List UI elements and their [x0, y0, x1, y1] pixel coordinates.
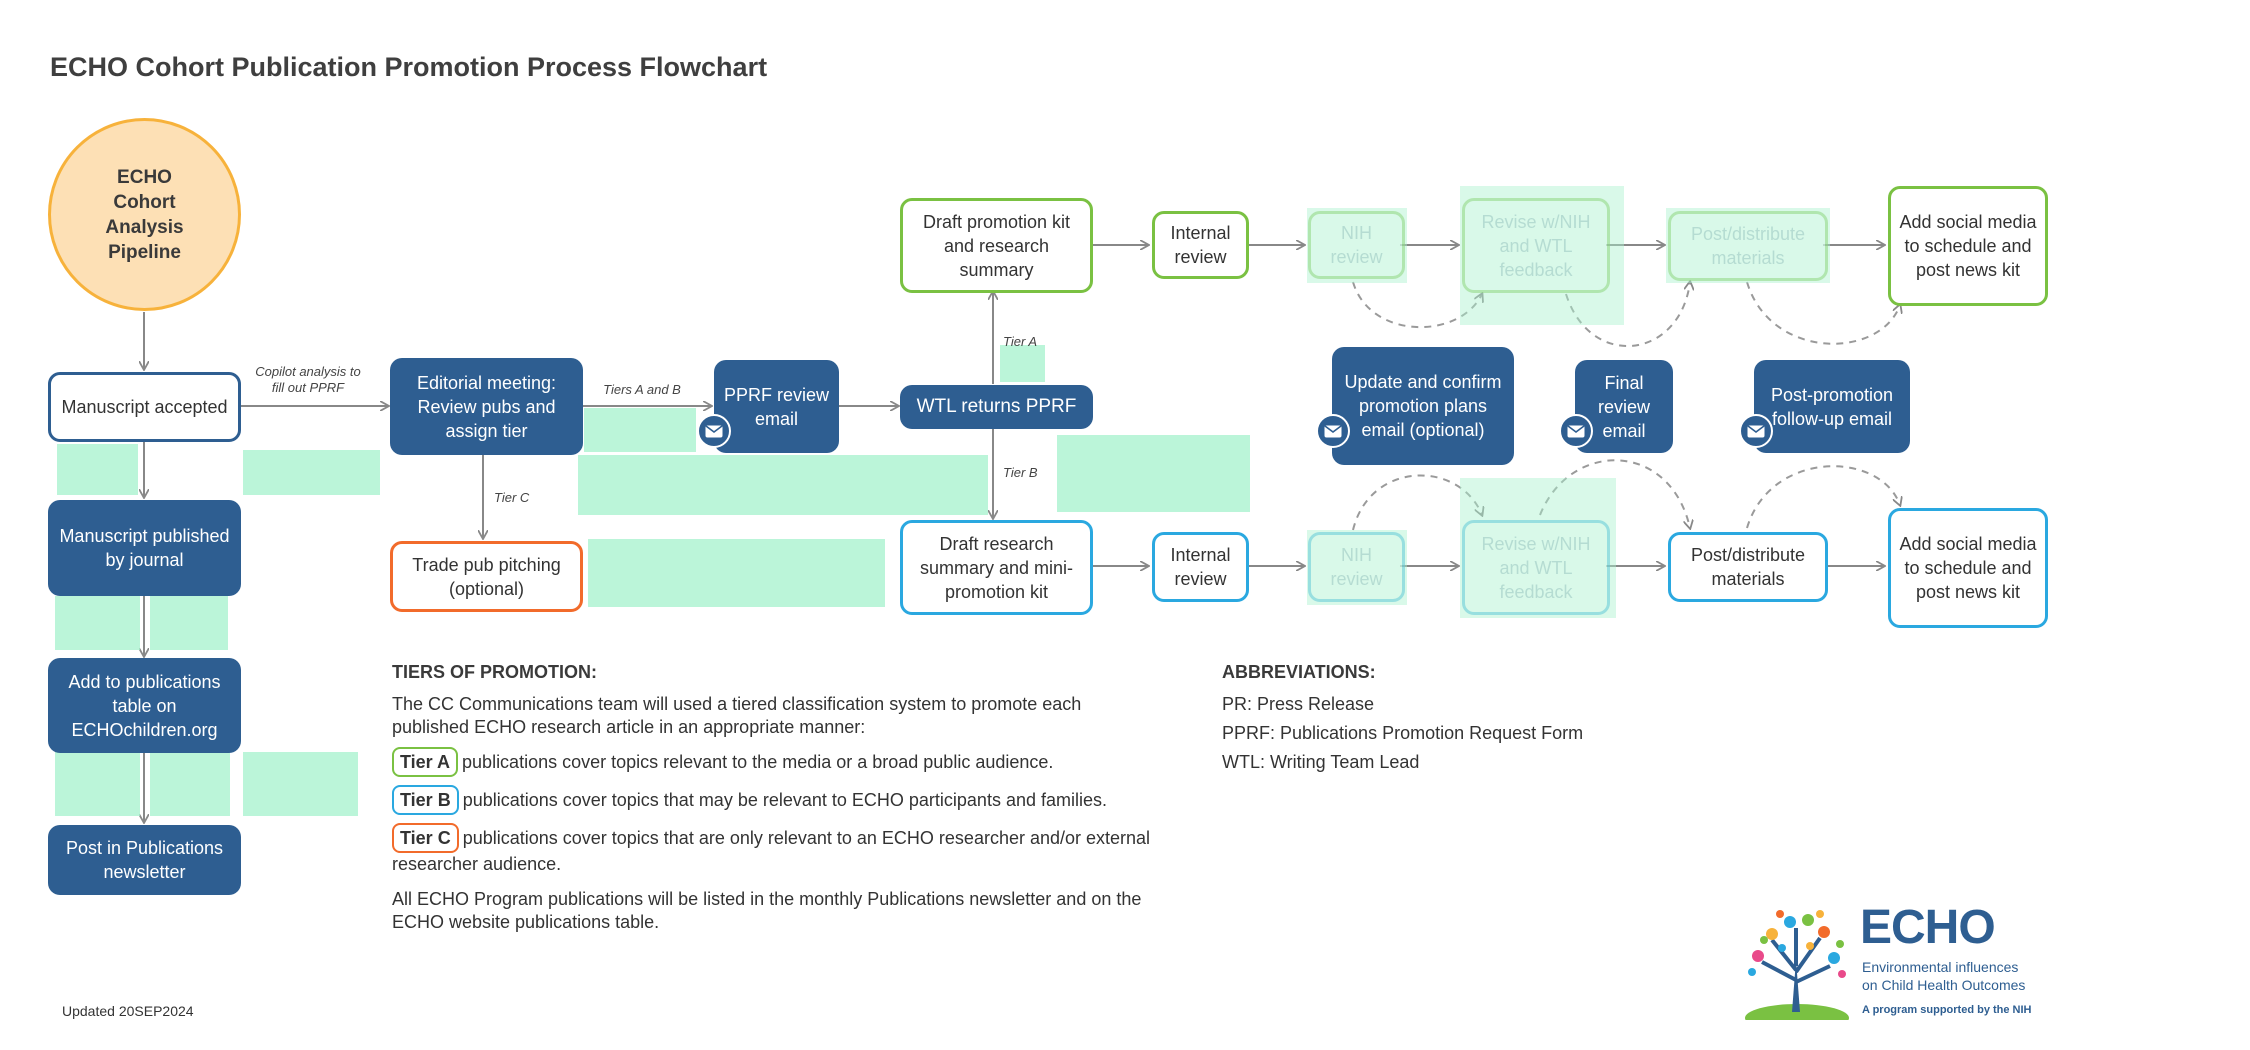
add-social-b-node: Add social media to schedule and post ne… — [1888, 508, 2048, 628]
edge-label-tier-b: Tier B — [1003, 465, 1038, 480]
post-newsletter-node: Post in Publications newsletter — [48, 825, 241, 895]
abbreviation-item: PR: Press Release — [1222, 694, 1375, 714]
logo-supported: A program supported by the NIH — [1862, 1004, 2032, 1016]
add-publications-node: Add to publications table on ECHOchildre… — [48, 658, 241, 753]
edge-label-copilot: Copilot analysis to fill out PPRF — [255, 364, 361, 395]
tiers-intro: The CC Communications team will used a t… — [392, 694, 1082, 737]
internal-review-b-node: Internal review — [1152, 532, 1249, 602]
highlight-box — [55, 752, 140, 816]
tiers-heading: TIERS OF PROMOTION: — [392, 662, 597, 682]
trade-pub-node: Trade pub pitching (optional) — [390, 541, 583, 612]
post-followup-node: Post-promotion follow-up email — [1754, 360, 1910, 453]
highlight-box — [1666, 208, 1830, 283]
highlight-box — [1460, 478, 1616, 618]
highlight-box — [578, 455, 988, 515]
tier-c-badge: Tier C — [392, 823, 459, 853]
tier-b-badge: Tier B — [392, 785, 459, 815]
abbreviations-heading: ABBREVIATIONS: — [1222, 662, 1376, 682]
highlight-box — [1307, 530, 1407, 605]
highlight-box — [243, 752, 358, 816]
abbreviation-item: PPRF: Publications Promotion Request For… — [1222, 723, 1584, 743]
highlight-box — [1460, 186, 1624, 325]
email-icon — [1559, 414, 1593, 448]
internal-review-a-node: Internal review — [1152, 211, 1249, 279]
nih-review-b-node: NIH review — [1308, 532, 1405, 602]
manuscript-published-node: Manuscript published by journal — [48, 500, 241, 596]
email-icon — [697, 414, 731, 448]
post-distribute-a-node: Post/distribute materials — [1668, 211, 1828, 281]
tiers-legend: TIERS OF PROMOTION: The CC Communication… — [392, 662, 1162, 934]
highlight-box — [1307, 208, 1407, 283]
tier-a-text: publications cover topics relevant to th… — [462, 752, 1054, 772]
draft-summary-node: Draft research summary and mini-promotio… — [900, 520, 1093, 615]
tier-c-text: publications cover topics that are only … — [392, 828, 1151, 874]
logo-tagline-2: on Child Health Outcomes — [1862, 977, 2026, 993]
abbreviation-item: WTL: Writing Team Lead — [1222, 752, 1420, 772]
update-confirm-node: Update and confirm promotion plans email… — [1332, 347, 1514, 465]
highlight-box — [243, 450, 380, 495]
post-distribute-b-node: Post/distribute materials — [1668, 532, 1828, 602]
highlight-box — [150, 752, 230, 816]
logo-tagline-1: Environmental influences — [1862, 959, 2019, 975]
wtl-returns-node: WTL returns PPRF — [900, 385, 1093, 429]
updated-date: Updated 20SEP2024 — [62, 1003, 194, 1019]
email-icon — [1316, 414, 1350, 448]
highlight-box — [584, 408, 696, 452]
tier-b-text: publications cover topics that may be re… — [462, 790, 1107, 810]
page-title: ECHO Cohort Publication Promotion Proces… — [50, 52, 768, 82]
edge-label-tier-a: Tier A — [1003, 334, 1038, 349]
revise-b-node: Revise w/NIH and WTL feedback — [1462, 520, 1610, 615]
nih-review-a-node: NIH review — [1308, 211, 1405, 279]
edge-label-tier-c: Tier C — [494, 490, 530, 505]
echo-logo: ECHO Environmental influences on Child H… — [1742, 900, 2052, 1025]
editorial-meeting-node: Editorial meeting: Review pubs and assig… — [390, 358, 583, 455]
abbreviations-section: ABBREVIATIONS: PR: Press Release PPRF: P… — [1222, 662, 1722, 774]
tiers-footer: All ECHO Program publications will be li… — [392, 889, 1142, 932]
tier-a-badge: Tier A — [392, 747, 459, 777]
revise-a-node: Revise w/NIH and WTL feedback — [1462, 198, 1610, 293]
draft-kit-node: Draft promotion kit and research summary — [900, 198, 1093, 293]
highlight-box — [55, 596, 140, 650]
tree-logo-icon — [1745, 910, 1849, 1020]
add-social-a-node: Add social media to schedule and post ne… — [1888, 186, 2048, 306]
pprf-review-node: PPRF review email — [714, 360, 839, 453]
highlight-box — [1000, 345, 1045, 382]
highlight-box — [150, 596, 228, 650]
highlight-box — [1057, 435, 1250, 512]
email-icon — [1739, 414, 1773, 448]
highlight-box — [57, 444, 138, 495]
highlight-box — [588, 539, 885, 607]
manuscript-accepted-node: Manuscript accepted — [48, 372, 241, 442]
edge-label-tiers-ab: Tiers A and B — [603, 382, 681, 397]
logo-wordmark: ECHO — [1860, 901, 1996, 954]
cohort-pipeline-start: ECHO Cohort Analysis Pipeline — [48, 118, 241, 311]
